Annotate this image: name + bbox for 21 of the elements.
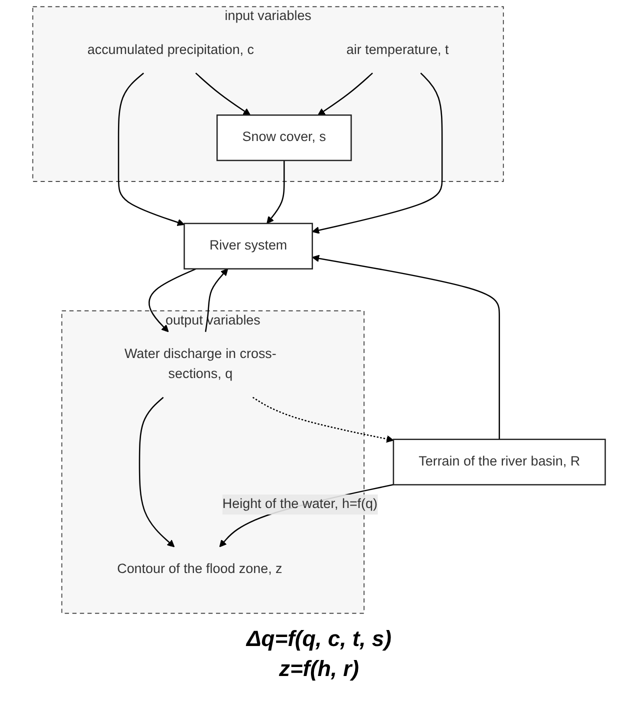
arrow — [195, 72, 251, 116]
node-text: accumulated precipitation, c — [87, 42, 254, 58]
arrow — [266, 160, 285, 224]
node-box: River system — [184, 222, 313, 270]
arrow — [219, 484, 394, 548]
arrow — [118, 72, 185, 226]
arrow — [318, 72, 373, 116]
node-box: Snow cover, s — [216, 114, 352, 162]
formula-text: z=f(h, r) — [278, 656, 360, 682]
formula-text: Δq=f(q, c, t, s) — [246, 626, 392, 652]
arrow — [148, 268, 196, 332]
arrow — [312, 72, 443, 234]
node-text: Contour of the flood zone, z — [117, 562, 282, 576]
arrow — [312, 254, 500, 440]
node-text: Water discharge in cross-sections, q — [124, 346, 276, 382]
arrow — [204, 268, 228, 332]
arrow — [138, 396, 175, 548]
edge-label: Height of the water, h=f(q) — [222, 496, 378, 512]
node-box: Terrain of the river basin, R — [392, 438, 606, 486]
arrow — [252, 396, 394, 443]
node-text: air temperature, t — [346, 42, 449, 58]
